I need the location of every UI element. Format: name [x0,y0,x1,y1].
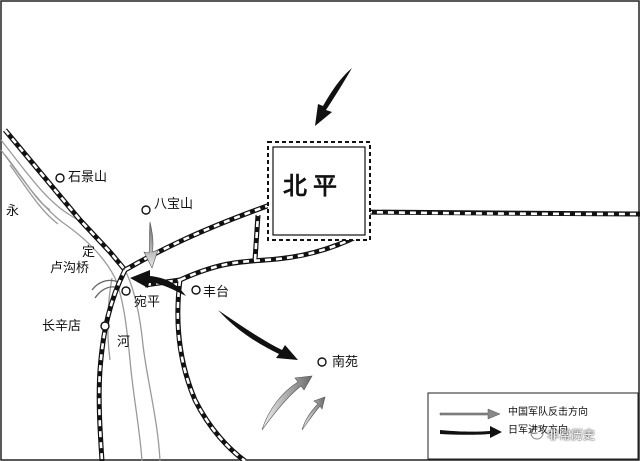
marker-nanyuan [317,357,327,367]
place-label-changxindian: 长辛店 [42,319,82,334]
place-label-nanyuan: 南苑 [332,355,359,370]
chinese-counterattack-arrows [143,221,326,431]
marker-wanping [121,286,131,296]
beiping-city-wall [267,141,371,241]
chinese-arrow-nanyuan-2 [301,396,326,431]
place-label-wanping: 宛平 [134,295,161,310]
place-markers [55,173,327,367]
japanese-arrow-north [315,68,352,126]
marker-fengtai [191,285,201,295]
japanese-arrow-nanyuan [218,310,298,360]
legend-label-chinese: 中国军队反击方向 [508,407,588,418]
river-label-he: 河 [117,335,131,350]
japanese-attack-arrows [130,68,352,360]
legend-japanese-arrow [440,426,502,438]
legend-chinese-arrow [439,408,501,420]
chinese-arrow-nanyuan-1 [261,375,313,431]
marker-changxindian [100,321,110,331]
watermark-text: 非常历史 [547,428,596,442]
place-label-lugouqiao: 卢沟桥 [50,261,90,276]
place-label-shijingshan: 石景山 [68,170,108,185]
place-label-fengtai: 丰台 [203,285,230,300]
marker-shijingshan [55,173,65,183]
river-label-yong: 永 [6,204,20,219]
marker-babaoshan [141,205,151,215]
watermark-icon [530,426,544,440]
place-label-babaoshan: 八宝山 [154,197,194,212]
legend-box [427,392,639,460]
railways [3,128,640,461]
legend-label-japanese: 日军进攻方向 [508,425,568,436]
river-label-ding: 定 [82,245,96,260]
chinese-arrow-babaoshan [143,221,159,269]
japanese-arrow-wanping [130,270,186,296]
city-label-beiping: 北平 [283,172,343,200]
